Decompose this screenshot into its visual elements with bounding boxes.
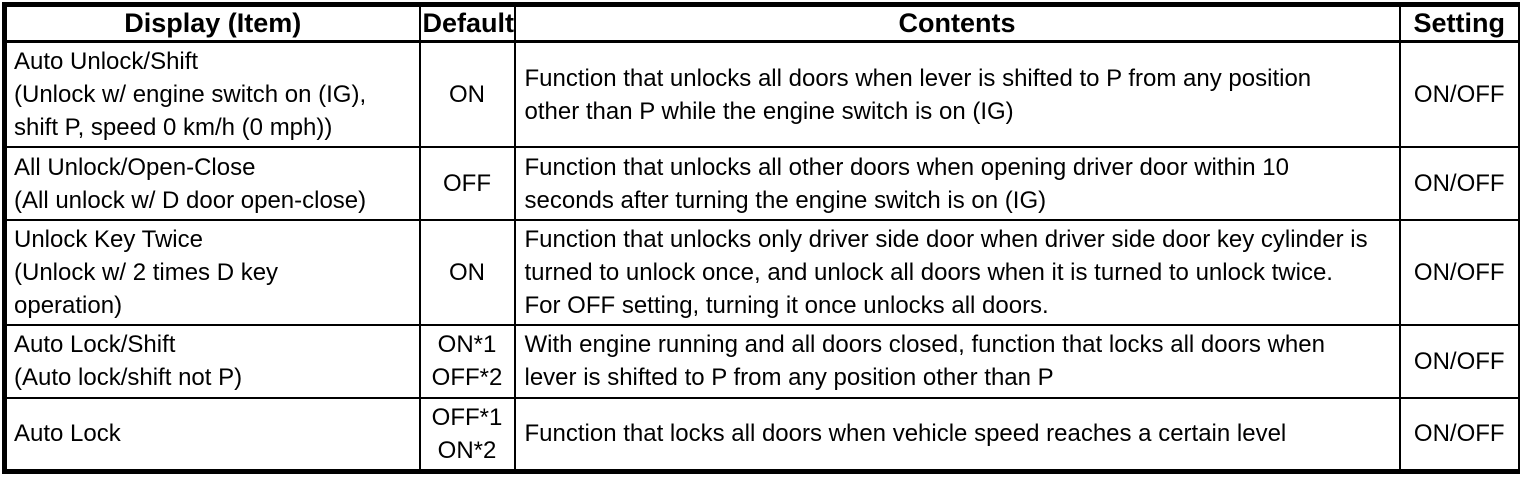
- table-body: Auto Unlock/Shift (Unlock w/ engine swit…: [3, 40, 1520, 473]
- cell-default: ON*1 OFF*2: [418, 324, 516, 399]
- column-header-contents: Contents: [513, 3, 1401, 43]
- table-row-unlock-key-twice: Unlock Key Twice (Unlock w/ 2 times D ke…: [3, 218, 1520, 327]
- cell-setting: ON/OFF: [1398, 324, 1520, 399]
- cell-default: OFF: [418, 146, 516, 221]
- cell-default: ON: [418, 40, 516, 149]
- column-header-setting: Setting: [1398, 3, 1520, 43]
- column-header-display-item: Display (Item): [3, 3, 421, 43]
- cell-setting: ON/OFF: [1398, 396, 1520, 473]
- cell-contents: Function that locks all doors when vehic…: [513, 396, 1401, 473]
- cell-display-item: Auto Unlock/Shift (Unlock w/ engine swit…: [3, 40, 421, 149]
- cell-contents: With engine running and all doors closed…: [513, 324, 1401, 399]
- cell-setting: ON/OFF: [1398, 146, 1520, 221]
- cell-default: OFF*1 ON*2: [418, 396, 516, 473]
- table-header: Display (Item) Default Contents Setting: [3, 3, 1520, 43]
- cell-display-item: All Unlock/Open-Close (All unlock w/ D d…: [3, 146, 421, 221]
- table-row-auto-lock: Auto Lock OFF*1 ON*2 Function that locks…: [3, 396, 1520, 473]
- cell-contents: Function that unlocks all doors when lev…: [513, 40, 1401, 149]
- cell-default: ON: [418, 218, 516, 327]
- cell-setting: ON/OFF: [1398, 40, 1520, 149]
- cell-display-item: Auto Lock/Shift (Auto lock/shift not P): [3, 324, 421, 399]
- table-row-all-unlock-open-close: All Unlock/Open-Close (All unlock w/ D d…: [3, 146, 1520, 221]
- column-header-default: Default: [418, 3, 516, 43]
- cell-contents: Function that unlocks all other doors wh…: [513, 146, 1401, 221]
- cell-setting: ON/OFF: [1398, 218, 1520, 327]
- table-row-auto-unlock-shift: Auto Unlock/Shift (Unlock w/ engine swit…: [3, 40, 1520, 149]
- cell-display-item: Unlock Key Twice (Unlock w/ 2 times D ke…: [3, 218, 421, 327]
- table-row-auto-lock-shift: Auto Lock/Shift (Auto lock/shift not P) …: [3, 324, 1520, 399]
- cell-contents: Function that unlocks only driver side d…: [513, 218, 1401, 327]
- header-row: Display (Item) Default Contents Setting: [3, 3, 1520, 43]
- cell-display-item: Auto Lock: [3, 396, 421, 473]
